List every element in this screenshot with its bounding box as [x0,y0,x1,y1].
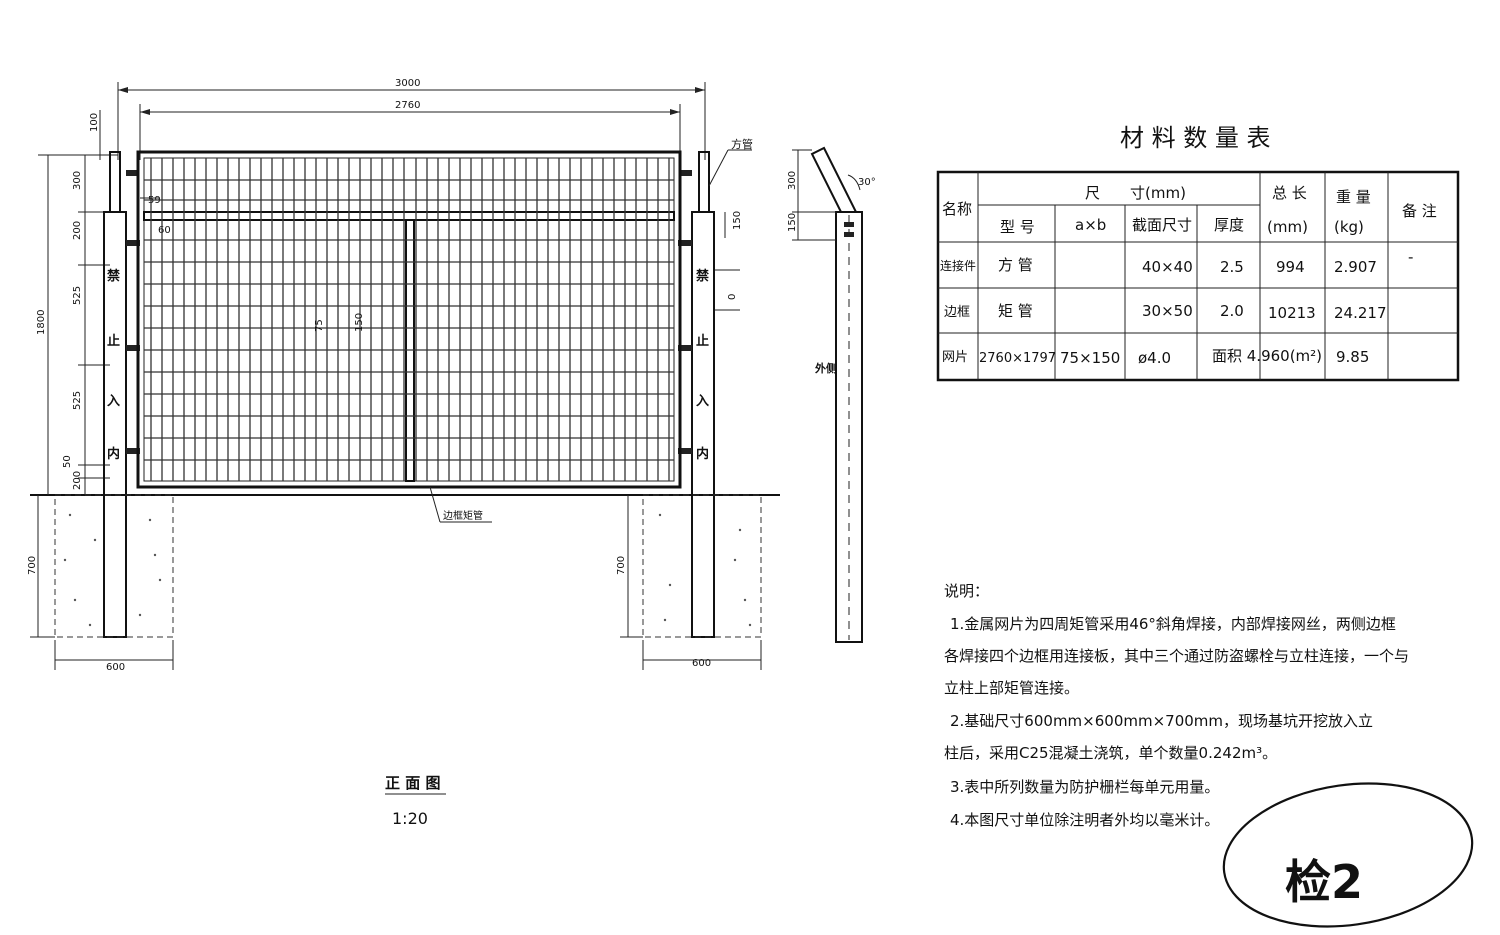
notes-line-5: 柱后，采用C25混凝土浇筑，单个数量0.242m³。 [944,744,1277,762]
row3-area: 面积 4.960(m²) [1212,347,1322,365]
left-post-char-1: 禁 [107,268,120,284]
dim-left-525a: 525 [72,286,83,305]
row1-model: 方 管 [998,256,1033,274]
dim-left-300: 300 [72,171,83,190]
row1-length: 994 [1276,258,1305,276]
notes-line-1: 1.金属网片为四周矩管采用46°斜角焊接，内部焊接网丝，两侧边框 [950,615,1396,633]
dim-left-200b: 200 [72,471,83,490]
th-name: 名称 [942,200,972,218]
front-view-scale: 1:20 [392,809,428,828]
row2-name: 边框 [944,305,970,320]
side-post-bent-top [810,146,858,213]
notes-line-7: 4.本图尺寸单位除注明者外均以毫米计。 [950,811,1219,829]
dim-inner-width: 2760 [395,100,420,111]
side-angle: 30° [858,177,876,188]
left-post-text: 禁 止 入 内 [107,268,120,462]
row1-weight: 2.907 [1334,258,1377,276]
side-outside-label-text: 外侧 [814,361,837,375]
th-size: 尺 寸(mm) [1085,184,1186,202]
frame-tube-label: 边框矩管 [443,509,483,522]
right-post [691,211,715,638]
notes: 说明： 1.金属网片为四周矩管采用46°斜角焊接，内部焊接网丝，两侧边框 各焊接… [944,582,1409,829]
connector-tabs [126,170,692,454]
row3-section: ø4.0 [1138,349,1171,367]
dim-left-100: 100 [89,113,100,132]
row1-thickness: 2.5 [1220,258,1244,276]
mesh-dim-75: 75 [314,319,325,332]
left-post-char-3: 入 [107,394,120,409]
row1-remark: - [1408,248,1413,266]
row2-section: 30×50 [1142,302,1193,320]
side-view: 300 150 30° 外侧 [787,146,876,643]
dim-found-700-left: 700 [27,556,38,575]
right-post-text: 禁 止 入 内 [696,268,709,462]
materials-table: 材 料 数 量 表 名称 尺 寸(mm) 型 号 a×b 截面尺寸 厚度 总 长… [936,124,1460,382]
right-foundation [642,494,762,638]
dim-left-200: 200 [72,221,83,240]
th-section: 截面尺寸 [1132,216,1192,234]
notes-line-6: 3.表中所列数量为防护栅栏每单元用量。 [950,778,1219,796]
side-dim-300: 300 [787,171,798,190]
row2-weight: 24.217 [1334,304,1387,322]
dim-right-0: 0 [727,294,738,300]
concrete-speckle [63,513,752,627]
table-title: 材 料 数 量 表 [1120,124,1271,152]
mesh-panel-frame [136,150,682,489]
front-view-caption: 正 面 图 [385,774,440,792]
right-post-char-4: 内 [696,446,709,462]
front-view: 3000 2760 100 300 200 525 1800 525 50 20… [27,78,780,828]
right-post-char-1: 禁 [696,268,709,284]
th-total-length-unit: (mm) [1267,218,1308,236]
th-total-length: 总 长 [1272,184,1307,202]
row2-length: 10213 [1268,304,1316,322]
th-weight-unit: (kg) [1334,218,1364,236]
mesh-dim-150: 150 [354,313,365,332]
top-rail [143,211,675,221]
left-post [103,211,127,638]
th-remark: 备 注 [1402,202,1437,220]
row3-model: 2760×1797 [979,351,1056,366]
right-post-char-2: 止 [696,333,709,349]
dim-right-150: 150 [732,211,743,230]
notes-heading: 说明： [944,582,989,600]
th-thickness: 厚度 [1214,216,1244,234]
right-post-char-3: 入 [696,394,709,409]
notes-line-3: 立柱上部矩管连接。 [944,679,1079,697]
dim-found-600-left: 600 [106,662,125,673]
row1-name: 连接件 [940,258,976,273]
th-model: 型 号 [1000,218,1035,236]
left-foundation [54,494,174,638]
square-tube-label: 方管 [731,137,753,151]
left-post-char-2: 止 [107,333,120,349]
side-dim-150: 150 [787,213,798,232]
th-axb: a×b [1075,216,1106,234]
row3-weight: 9.85 [1336,348,1369,366]
right-post-top [698,151,710,213]
row2-thickness: 2.0 [1220,302,1244,320]
notes-line-2: 各焊接四个边框用连接板，其中三个通过防盗螺栓与立柱连接，一个与 [944,647,1409,665]
notes-line-4: 2.基础尺寸600mm×600mm×700mm，现场基坑开挖放入立 [950,712,1373,730]
dim-left-50: 50 [62,455,73,468]
row3-axb: 75×150 [1060,349,1120,367]
tag-60: 60 [158,225,171,236]
mesh-grid [144,158,674,481]
left-post-char-4: 内 [107,446,120,462]
th-weight: 重 量 [1336,188,1371,206]
row1-section: 40×40 [1142,258,1193,276]
inspection-stamp: 检2 [1222,782,1474,928]
row3-name: 网片 [942,350,968,365]
dim-left-525b: 525 [72,391,83,410]
dim-found-700-right: 700 [616,556,627,575]
dim-left-1800: 1800 [36,310,47,335]
dim-found-600-right: 600 [692,658,711,669]
row2-model: 矩 管 [998,302,1033,320]
left-post-top [109,151,121,213]
side-outside-label: 外侧 [814,361,837,375]
stamp-text: 检2 [1285,855,1363,909]
dim-total-width: 3000 [395,78,420,89]
